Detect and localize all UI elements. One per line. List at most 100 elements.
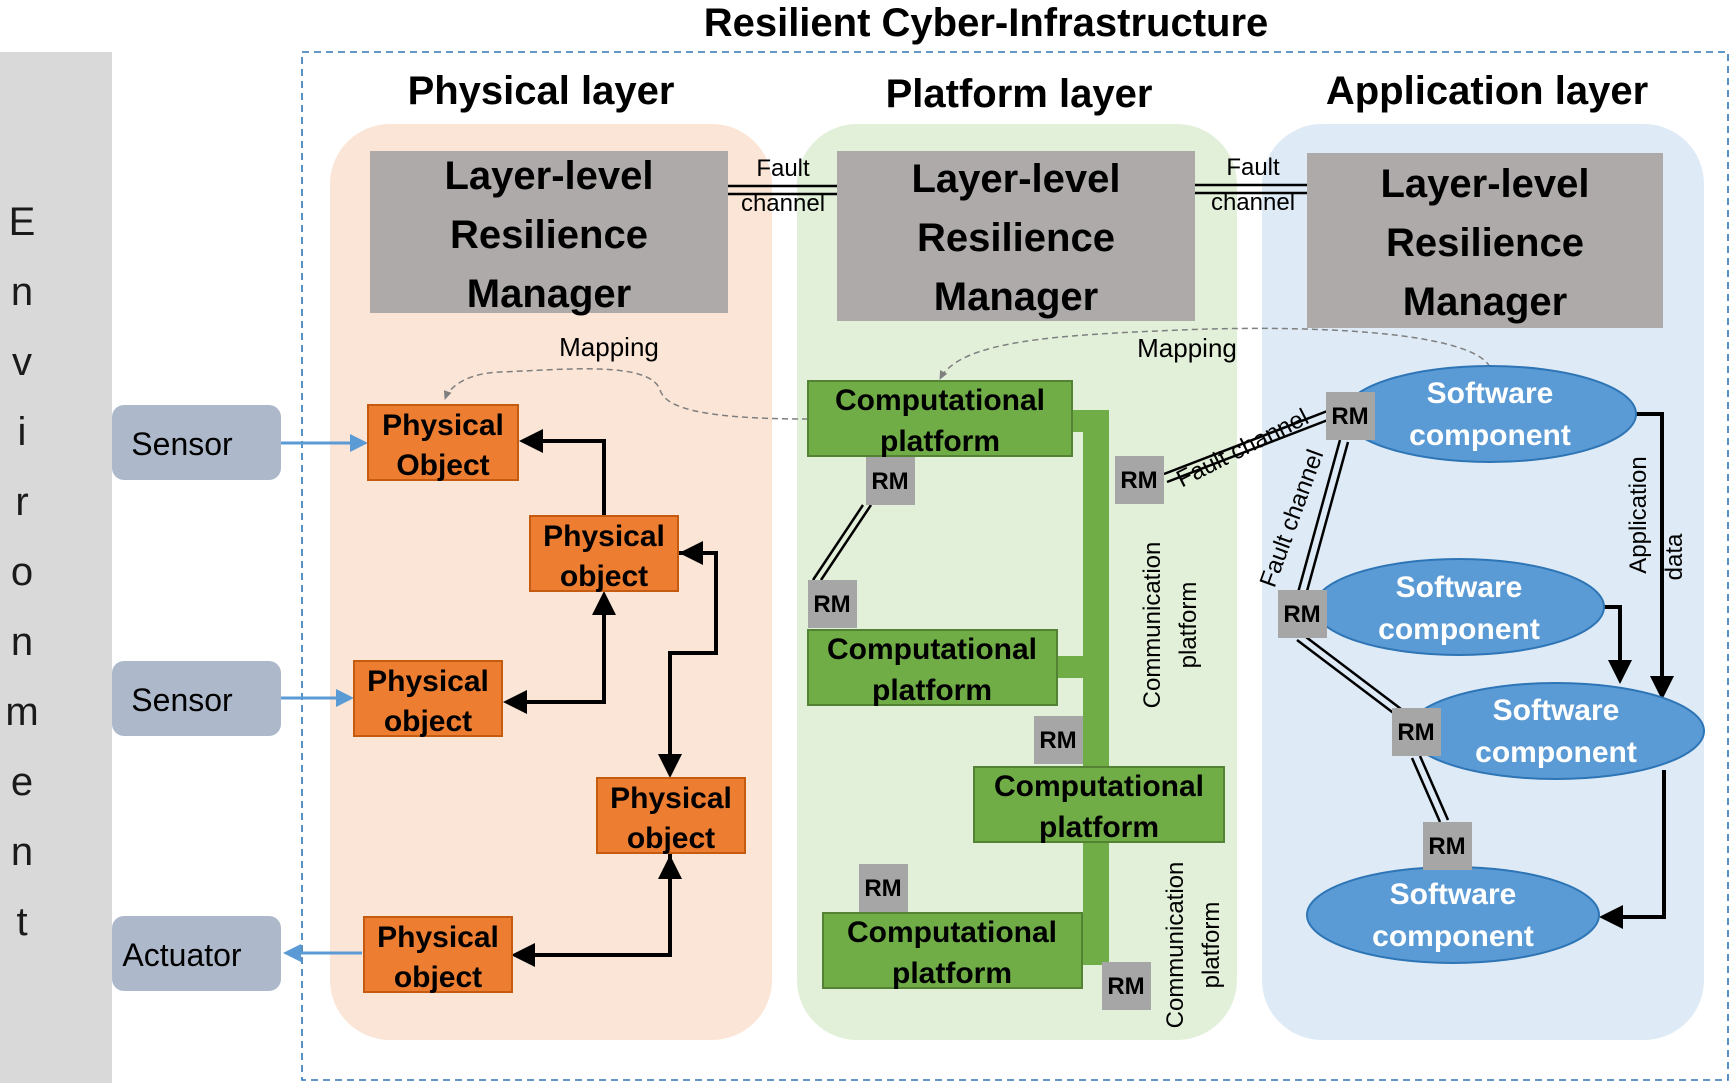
application-data-label: Application data bbox=[1625, 456, 1688, 580]
environment-label: E n v i r o n m e n t bbox=[5, 200, 38, 944]
object-link bbox=[519, 429, 606, 515]
environment-letter: v bbox=[12, 340, 32, 384]
manager-label: Resilience bbox=[917, 216, 1115, 260]
sensor-device: Sensor bbox=[112, 661, 281, 736]
svg-text:platform: platform bbox=[1198, 902, 1225, 989]
physical-object: Physical object bbox=[353, 660, 503, 738]
manager-label: Resilience bbox=[1386, 221, 1584, 265]
component-label: component bbox=[1378, 613, 1540, 646]
fault-channel-line bbox=[1410, 757, 1442, 823]
computational-platform: Computational platform bbox=[973, 766, 1225, 844]
manager-label: Layer-level bbox=[1380, 162, 1589, 206]
computational-platform: Computational platform bbox=[807, 380, 1073, 458]
physical-object: Physical object bbox=[363, 916, 513, 994]
fault-channel-label: channel bbox=[1211, 189, 1295, 216]
manager-label: Manager bbox=[934, 275, 1099, 319]
object-label: object bbox=[394, 961, 482, 994]
environment-letter: r bbox=[15, 480, 28, 524]
svg-text:Communication: Communication bbox=[1139, 542, 1166, 709]
infrastructure-frame bbox=[301, 51, 1729, 1081]
fault-channel-line bbox=[1418, 755, 1450, 821]
platform-label: platform bbox=[880, 425, 1000, 458]
physical-object: Physical Object bbox=[367, 404, 519, 482]
svg-text:RM: RM bbox=[871, 468, 908, 495]
environment-letter: n bbox=[11, 830, 33, 874]
environment-letter: o bbox=[11, 550, 33, 594]
svg-text:RM: RM bbox=[1397, 719, 1434, 746]
physical-object: Physical object bbox=[596, 777, 746, 855]
object-label: Object bbox=[396, 449, 489, 482]
software-component: Software component bbox=[1407, 682, 1705, 780]
component-label: component bbox=[1409, 419, 1571, 452]
actuator-device: Actuator bbox=[112, 916, 281, 991]
fault-channel-platform-application: Fault channel bbox=[1195, 154, 1307, 216]
manager-label: Manager bbox=[1403, 280, 1568, 324]
rm-box: RM bbox=[1115, 456, 1164, 504]
fault-channel-line bbox=[1301, 633, 1406, 713]
sensor-device: Sensor bbox=[112, 405, 281, 480]
fault-channel-lines bbox=[811, 408, 1450, 823]
rm-box: RM bbox=[1102, 962, 1151, 1010]
svg-text:Application: Application bbox=[1625, 456, 1652, 573]
svg-text:RM: RM bbox=[1120, 467, 1157, 494]
svg-text:data: data bbox=[1661, 533, 1688, 580]
environment-bar bbox=[0, 52, 112, 1083]
physical-object: Physical object bbox=[529, 515, 679, 593]
mapping-arrow-platform-to-physical bbox=[443, 368, 809, 420]
environment-letter: i bbox=[18, 410, 27, 454]
svg-text:RM: RM bbox=[1428, 833, 1465, 860]
fault-channel-label: Fault bbox=[756, 155, 810, 182]
svg-text:RM: RM bbox=[813, 591, 850, 618]
communication-platform-label: Communication platform bbox=[1139, 542, 1202, 709]
rm-box: RM bbox=[1034, 716, 1083, 764]
svg-text:RM: RM bbox=[1039, 727, 1076, 754]
manager-label: Manager bbox=[467, 272, 632, 316]
svg-text:Communication: Communication bbox=[1162, 862, 1189, 1029]
diagram-title: Resilient Cyber-Infrastructure bbox=[704, 1, 1269, 45]
object-label: Physical bbox=[377, 921, 499, 954]
component-label: component bbox=[1372, 920, 1534, 953]
fault-channel-line bbox=[819, 504, 873, 581]
rm-box: RM bbox=[866, 457, 915, 505]
manager-label: Layer-level bbox=[911, 157, 1120, 201]
fault-channel-line bbox=[1294, 439, 1342, 601]
svg-text:RM: RM bbox=[1331, 403, 1368, 430]
rm-box: RM bbox=[1326, 392, 1375, 440]
application-data-flow bbox=[1599, 412, 1674, 929]
application-resilience-manager: Layer-level Resilience Manager bbox=[1307, 153, 1663, 328]
environment-letter: t bbox=[16, 900, 27, 944]
rm-box: RM bbox=[1392, 708, 1441, 756]
physical-layer-title: Physical layer bbox=[408, 69, 675, 113]
svg-text:platform: platform bbox=[1175, 582, 1202, 669]
rm-box: RM bbox=[1423, 822, 1472, 870]
svg-text:RM: RM bbox=[1107, 973, 1144, 1000]
object-label: Physical bbox=[543, 520, 665, 553]
communication-platform-label: Communication platform bbox=[1162, 862, 1225, 1029]
physical-resilience-manager: Layer-level Resilience Manager bbox=[370, 151, 728, 316]
platform-label: Computational bbox=[835, 384, 1045, 417]
object-label: Physical bbox=[610, 782, 732, 815]
object-label: Physical bbox=[382, 409, 504, 442]
device-label: Sensor bbox=[131, 426, 233, 462]
component-label: component bbox=[1475, 736, 1637, 769]
rm-boxes: RM RM RM RM RM RM RM RM RM RM bbox=[808, 392, 1472, 1010]
platform-resilience-manager: Layer-level Resilience Manager bbox=[837, 151, 1195, 321]
component-label: Software bbox=[1396, 571, 1523, 604]
software-component: Software component bbox=[1306, 866, 1600, 964]
mapping-arrow-application-to-platform bbox=[939, 327, 1491, 380]
manager-label: Layer-level bbox=[444, 154, 653, 198]
fault-channel-label: channel bbox=[741, 190, 825, 217]
object-label: object bbox=[384, 705, 472, 738]
mapping-label: Mapping bbox=[1137, 333, 1237, 363]
device-label: Sensor bbox=[131, 682, 233, 718]
app-data-link bbox=[1599, 770, 1666, 929]
rm-box: RM bbox=[1278, 590, 1327, 638]
application-layer-title: Application layer bbox=[1326, 69, 1648, 113]
fault-channel-physical-platform: Fault channel bbox=[728, 155, 837, 217]
mapping-label: Mapping bbox=[559, 332, 659, 362]
component-label: Software bbox=[1390, 878, 1517, 911]
computational-platform: Computational platform bbox=[807, 629, 1058, 707]
app-data-link bbox=[1636, 412, 1674, 700]
object-label: object bbox=[560, 560, 648, 593]
